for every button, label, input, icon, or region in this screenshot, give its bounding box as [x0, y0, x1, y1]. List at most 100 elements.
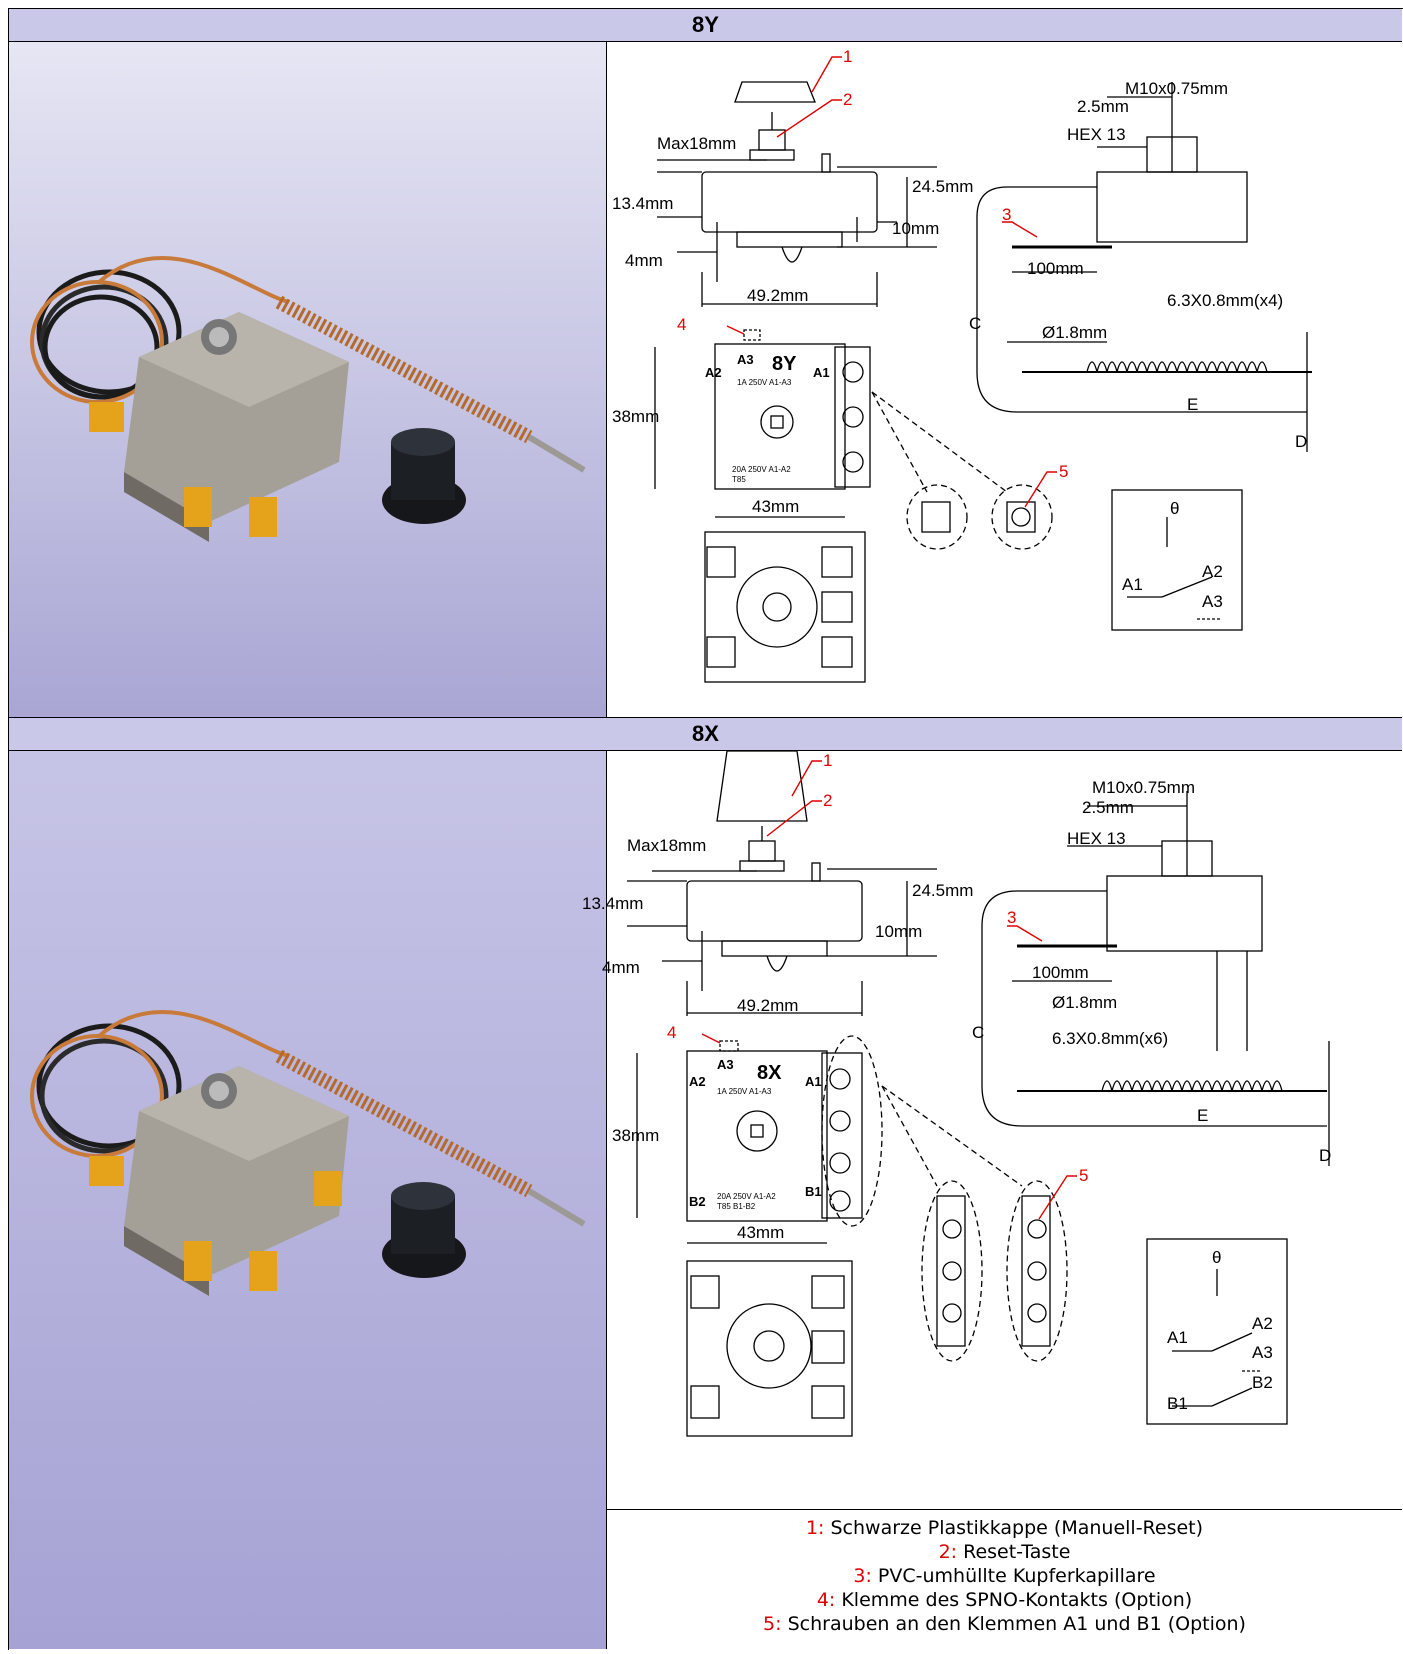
schematic-a3: A3: [1202, 592, 1223, 611]
dim-d: D: [1295, 432, 1307, 451]
dim-terminals: 6.3X0.8mm(x6): [1052, 1029, 1168, 1048]
callout-3: 3: [1002, 205, 1011, 224]
thermostat-photo: [30, 1010, 586, 1296]
terminal-a2: A2: [705, 365, 722, 380]
bottom-view-outline: [686, 1260, 853, 1437]
dim-13-4: 13.4mm: [612, 194, 673, 213]
technical-drawing-8y: 1 2 3 4 5 Max18mm 13.4mm 4mm 49.2mm 24.5…: [607, 42, 1402, 717]
legend-item: 5: Schrauben an den Klemmen A1 und B1 (O…: [763, 1613, 1246, 1635]
rating-2: 20A 250V A1-A2: [732, 465, 791, 474]
dim-49-2: 49.2mm: [737, 996, 798, 1015]
schematic-b2: B2: [1252, 1373, 1273, 1392]
terminal-a3: A3: [717, 1057, 734, 1072]
dim-shaft: 2.5mm: [1082, 798, 1134, 817]
terminal-a2: A2: [689, 1074, 706, 1089]
dim-e: E: [1197, 1106, 1208, 1125]
dim-d: D: [1319, 1146, 1331, 1165]
dim-shaft: 2.5mm: [1077, 97, 1129, 116]
model-mark: 8X: [757, 1062, 782, 1084]
front-view-outline: [714, 343, 846, 490]
callout-2: 2: [823, 791, 832, 810]
callout-4: 4: [667, 1023, 676, 1042]
dim-13-4: 13.4mm: [582, 894, 643, 913]
schematic-theta: θ: [1212, 1248, 1221, 1267]
dim-diameter: Ø1.8mm: [1042, 323, 1107, 342]
terminal-b1: B1: [805, 1184, 822, 1199]
rating-2: 20A 250V A1-A2: [717, 1192, 776, 1201]
schematic-a2: A2: [1202, 562, 1223, 581]
legend-item: 2: Reset-Taste: [938, 1541, 1071, 1563]
legend-item: 4: Klemme des SPNO-Kontakts (Option): [816, 1589, 1193, 1611]
rating-3: T85 B1-B2: [717, 1202, 756, 1211]
dim-49-2: 49.2mm: [747, 286, 808, 305]
schematic-a2: A2: [1252, 1314, 1273, 1333]
technical-drawing-8x: 1 2 3 4 5 Max18mm 13.4mm 4mm 49.2mm 24.5…: [582, 750, 1402, 1509]
dim-c: C: [969, 314, 981, 333]
thermostat-body: [89, 1066, 349, 1296]
schematic-b1: B1: [1167, 1394, 1188, 1413]
bottom-view-outline: [704, 531, 866, 683]
terminal-a3: A3: [737, 352, 754, 367]
dim-e: E: [1187, 395, 1198, 414]
dim-38: 38mm: [612, 1126, 659, 1145]
dim-24-5: 24.5mm: [912, 881, 973, 900]
dim-10: 10mm: [892, 219, 939, 238]
rating-3: T85: [732, 475, 746, 484]
schematic-theta: θ: [1170, 499, 1179, 518]
drawing-svg: 1 2 3 4 5 Max18mm 13.4mm 4mm 49.2mm 24.5…: [582, 750, 1331, 1437]
section-title: 8Y: [692, 12, 719, 37]
thermostat-photo: [30, 256, 586, 542]
dim-43: 43mm: [752, 497, 799, 516]
callout-2: 2: [843, 90, 852, 109]
rating-1: 1A 250V A1-A3: [737, 378, 792, 387]
callout-3: 3: [1007, 908, 1016, 927]
callout-5: 5: [1059, 462, 1068, 481]
product-photo-8x: [8, 751, 607, 1649]
black-cap: [382, 428, 466, 524]
callout-1: 1: [843, 47, 852, 66]
schematic-a1: A1: [1122, 575, 1143, 594]
schematic-a1: A1: [1167, 1328, 1188, 1347]
legend-item: 3: PVC-umhüllte Kupferkapillare: [853, 1565, 1156, 1587]
dim-43: 43mm: [737, 1223, 784, 1242]
dim-c: C: [972, 1023, 984, 1042]
rating-1: 1A 250V A1-A3: [717, 1087, 772, 1096]
right-view-outline: [1106, 875, 1263, 952]
drawing-svg: 1 2 3 4 5 Max18mm 13.4mm 4mm 49.2mm 24.5…: [612, 47, 1312, 683]
callout-4: 4: [677, 315, 686, 334]
legend-item: 1: Schwarze Plastikkappe (Manuell-Reset): [805, 1517, 1204, 1539]
model-mark: 8Y: [772, 353, 797, 375]
section-header-8y: 8Y: [8, 8, 1402, 42]
terminal-a1: A1: [805, 1074, 822, 1089]
product-photo-8y: [8, 42, 607, 717]
legend: 1: Schwarze Plastikkappe (Manuell-Reset)…: [607, 1509, 1402, 1649]
schematic-box: [1111, 489, 1243, 631]
dim-10: 10mm: [875, 922, 922, 941]
cap-outline: [716, 750, 808, 822]
dim-38: 38mm: [612, 407, 659, 426]
dim-4: 4mm: [625, 251, 663, 270]
dim-4: 4mm: [602, 958, 640, 977]
callout-1: 1: [823, 751, 832, 770]
dim-capillary: 100mm: [1027, 259, 1084, 278]
spring-sensor: [275, 295, 586, 473]
black-cap: [382, 1182, 466, 1278]
callout-5: 5: [1079, 1166, 1088, 1185]
dim-24-5: 24.5mm: [912, 177, 973, 196]
front-view-outline: [686, 1050, 828, 1222]
section-header-8x: 8X: [8, 717, 1402, 751]
schematic-box: [1146, 1238, 1288, 1425]
dim-hex: HEX 13: [1067, 125, 1126, 144]
cap-outline: [734, 81, 816, 103]
dim-capillary: 100mm: [1032, 963, 1089, 982]
thermostat-body: [89, 312, 349, 542]
dim-thread: M10x0.75mm: [1092, 778, 1195, 797]
dim-diameter: Ø1.8mm: [1052, 993, 1117, 1012]
terminal-a1: A1: [813, 365, 830, 380]
schematic-a3: A3: [1252, 1343, 1273, 1362]
dim-max-height: Max18mm: [627, 836, 706, 855]
dim-hex: HEX 13: [1067, 829, 1126, 848]
terminal-b2: B2: [689, 1194, 706, 1209]
dim-max-height: Max18mm: [657, 134, 736, 153]
dim-thread: M10x0.75mm: [1125, 79, 1228, 98]
